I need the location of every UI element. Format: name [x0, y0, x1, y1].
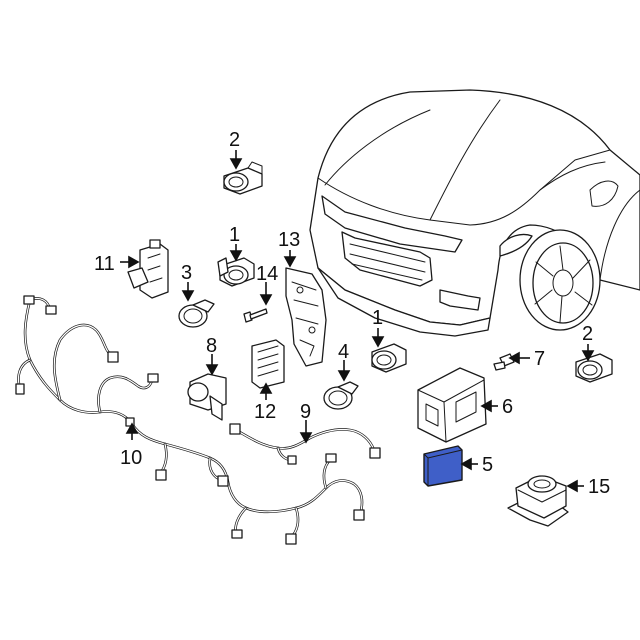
bracket-fifteen — [507, 475, 569, 527]
callout-2-right: 2 — [582, 323, 593, 345]
parking-sensor-top — [223, 161, 263, 195]
callout-4: 4 — [338, 341, 349, 363]
parking-sensor-right — [371, 343, 407, 373]
callout-5: 5 — [482, 454, 493, 476]
callout-13: 13 — [278, 229, 300, 251]
callout-12: 12 — [254, 401, 276, 423]
callout-8: 8 — [206, 335, 217, 357]
callout-7: 7 — [534, 348, 545, 370]
highlighted-module-five — [423, 445, 463, 487]
screw-seven — [493, 353, 515, 371]
callout-arrows — [120, 150, 595, 493]
mounting-bracket — [285, 267, 327, 367]
callout-3: 3 — [181, 262, 192, 284]
callout-9: 9 — [300, 401, 311, 423]
parking-sensor-left — [217, 257, 255, 287]
callout-14: 14 — [256, 263, 278, 285]
callout-2-top: 2 — [229, 129, 240, 151]
callout-11: 11 — [94, 253, 115, 275]
parking-sensor-side — [575, 353, 613, 383]
callout-labels: 2 1 3 13 14 11 8 12 1 4 9 10 7 2 6 5 15 — [94, 129, 610, 498]
callout-10: 10 — [120, 447, 142, 469]
callout-1-left: 1 — [229, 224, 240, 246]
vehicle-front-illustration — [309, 89, 640, 337]
wiring-harness-ten — [15, 295, 365, 545]
bolt-fourteen — [243, 308, 268, 323]
sensor-retainer-ring-four — [323, 381, 359, 410]
sensor-retainer-ring — [178, 299, 215, 328]
callout-15: 15 — [588, 476, 610, 498]
wiring-harness-nine — [229, 423, 381, 465]
control-module-twelve — [251, 339, 285, 389]
sensor-bracket-eleven — [127, 239, 169, 299]
callout-6: 6 — [502, 396, 513, 418]
sensor-assembly-eight — [187, 373, 227, 421]
callout-1-right: 1 — [372, 307, 383, 329]
module-housing-six — [417, 367, 487, 443]
